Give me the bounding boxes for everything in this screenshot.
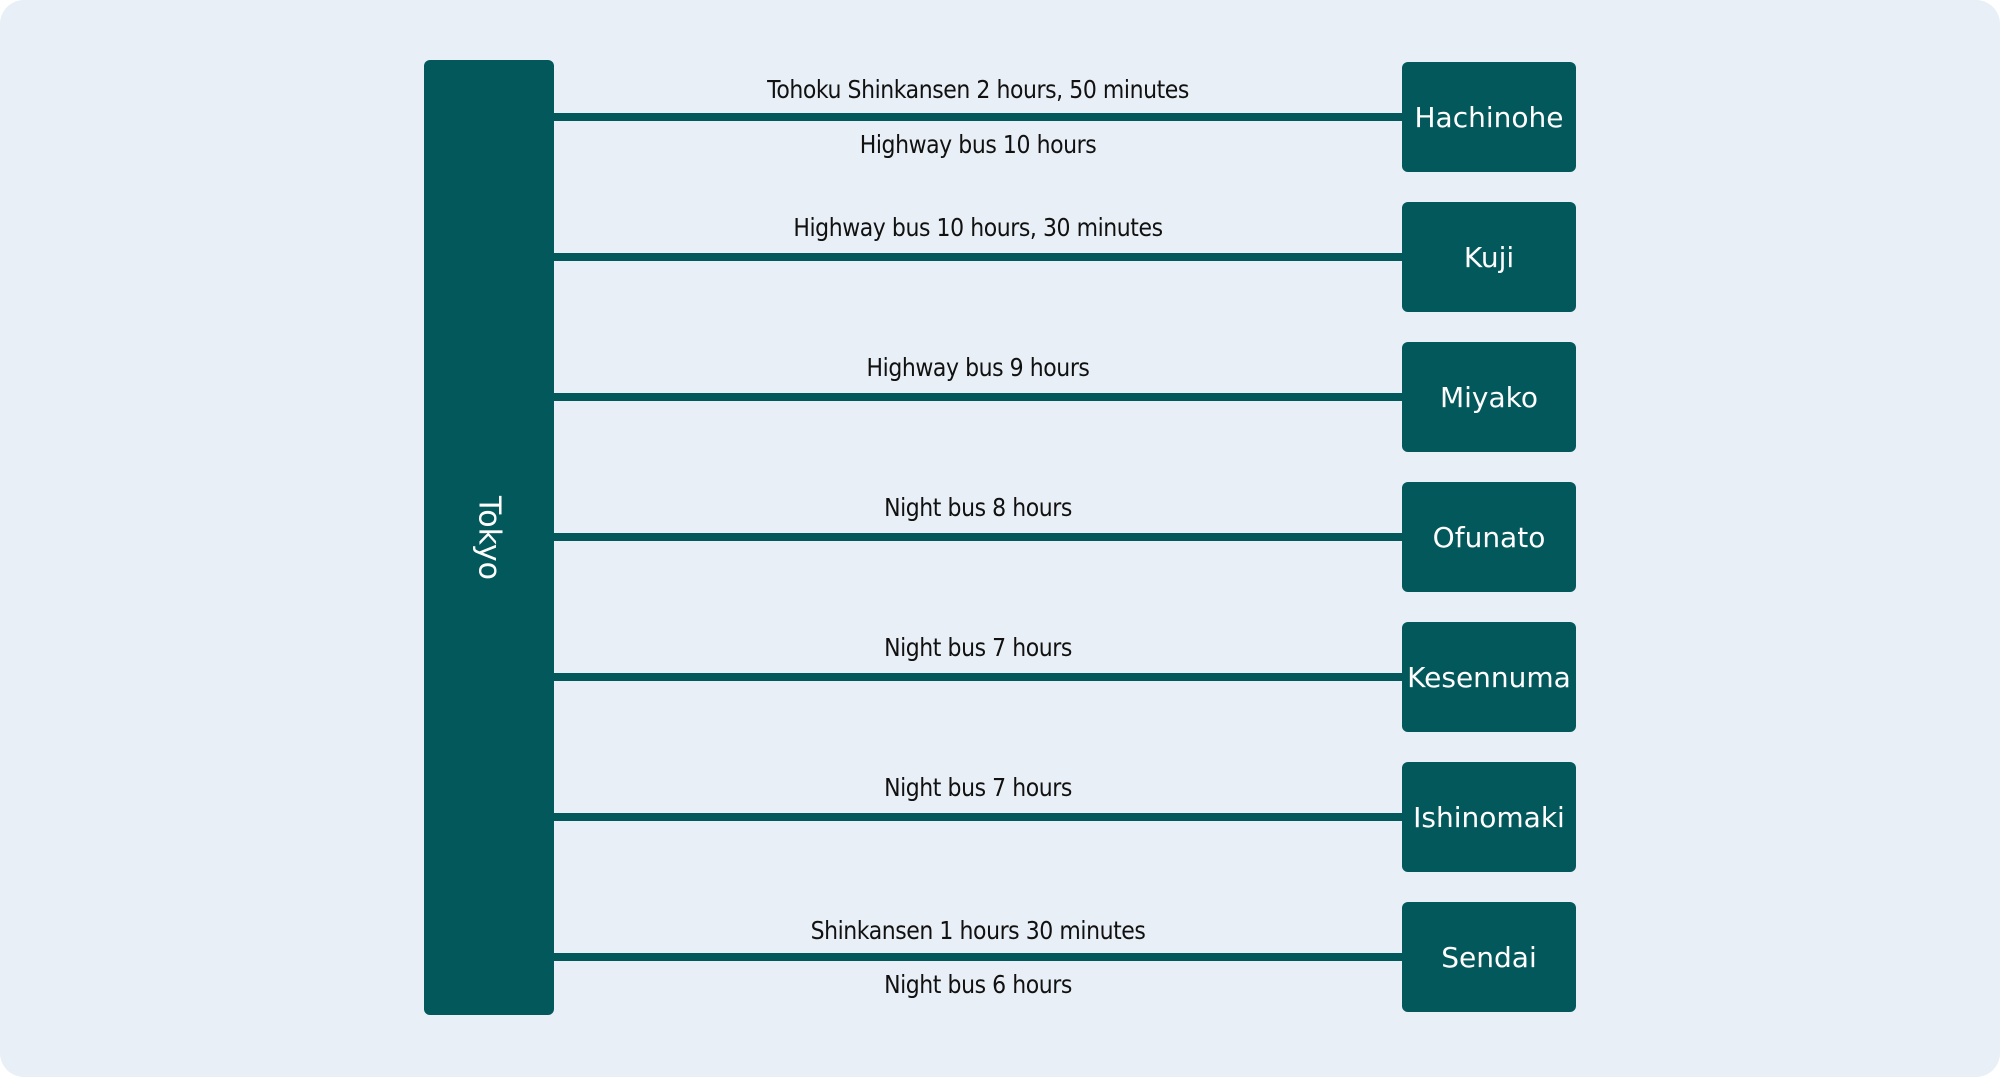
destination-node-hachinohe: Hachinohe <box>1402 62 1576 172</box>
route-mode-below: Night bus 6 hours <box>884 970 1072 999</box>
route-mode-above: Night bus 8 hours <box>884 493 1072 522</box>
route-line-kuji <box>554 253 1402 261</box>
route-mode-above: Night bus 7 hours <box>884 773 1072 802</box>
destination-node-ishinomaki: Ishinomaki <box>1402 762 1576 872</box>
route-mode-below: Highway bus 10 hours <box>859 130 1097 159</box>
route-mode-above: Tohoku Shinkansen 2 hours, 50 minutes <box>767 75 1189 104</box>
route-mode-above: Highway bus 9 hours <box>866 353 1090 382</box>
destination-node-kuji: Kuji <box>1402 202 1576 312</box>
origin-node-tokyo: Tokyo <box>424 60 554 1015</box>
destination-node-ofunato: Ofunato <box>1402 482 1576 592</box>
route-line-hachinohe <box>554 113 1402 121</box>
route-line-sendai <box>554 953 1402 961</box>
destination-node-kesennuma: Kesennuma <box>1402 622 1576 732</box>
route-line-ofunato <box>554 533 1402 541</box>
route-mode-above: Night bus 7 hours <box>884 633 1072 662</box>
route-line-ishinomaki <box>554 813 1402 821</box>
route-line-miyako <box>554 393 1402 401</box>
route-mode-above: Shinkansen 1 hours 30 minutes <box>810 916 1146 945</box>
destination-node-miyako: Miyako <box>1402 342 1576 452</box>
route-line-kesennuma <box>554 673 1402 681</box>
route-mode-above: Highway bus 10 hours, 30 minutes <box>793 213 1163 242</box>
origin-label: Tokyo <box>471 495 507 580</box>
destination-node-sendai: Sendai <box>1402 902 1576 1012</box>
